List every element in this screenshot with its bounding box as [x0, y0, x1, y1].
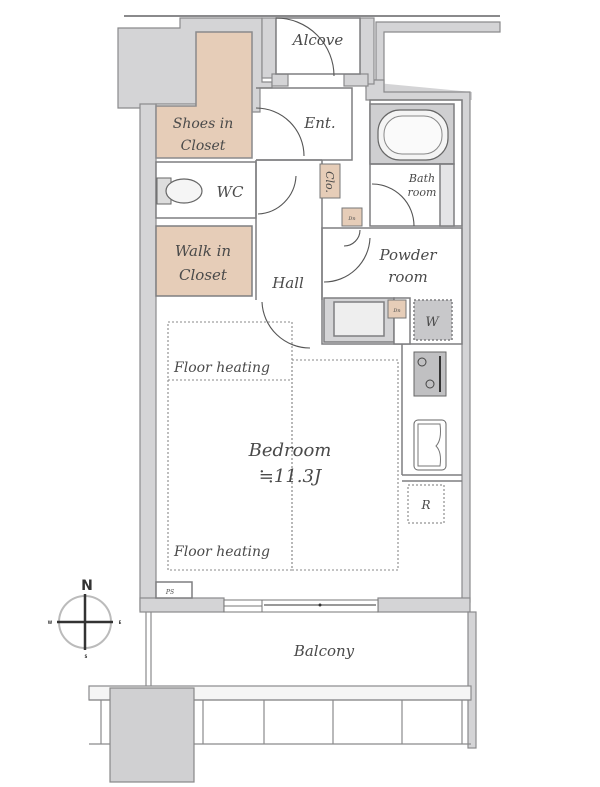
label-refrigerator: R: [420, 498, 430, 512]
door-powder: [323, 237, 371, 283]
label-floor-heating-top: Floor heating: [173, 360, 270, 376]
stove-icon: [413, 351, 447, 397]
interior-walls: [155, 17, 463, 599]
door-wc: [257, 175, 297, 215]
door-dn: [343, 229, 361, 247]
balcony: [88, 611, 477, 783]
label-bathroom-1: Bath: [408, 172, 435, 185]
label-wc: WC: [217, 183, 244, 201]
label-hall: Hall: [271, 274, 304, 292]
label-entrance: Ent.: [303, 114, 335, 132]
dn-box-2: [387, 299, 407, 319]
label-dn-1: Dn: [347, 216, 355, 222]
compass-west: W: [48, 620, 53, 625]
doors: [255, 17, 415, 349]
bedroom-window[interactable]: [223, 599, 379, 613]
label-powder-1: Powder: [378, 246, 437, 264]
label-bathroom-2: room: [408, 186, 437, 199]
compass-east: E: [119, 620, 122, 625]
label-shoes-closet-2: Closet: [181, 138, 226, 154]
compass-icon: N W E S: [48, 578, 122, 659]
floor-heating-zones: [167, 321, 399, 571]
bathtub-icon: [377, 109, 449, 161]
door-ent: [255, 107, 305, 157]
label-powder-2: room: [388, 268, 427, 286]
door-bath: [371, 183, 415, 227]
compass-south: S: [85, 654, 88, 659]
toilet-icon: [156, 177, 203, 205]
label-alcove: Alcove: [291, 31, 344, 49]
label-balcony: Balcony: [293, 642, 355, 660]
label-washer: W: [425, 315, 440, 330]
dn-box-1: [341, 207, 363, 227]
label-walk-in-1: Walk in: [175, 242, 231, 260]
label-walk-in-2: Closet: [179, 266, 228, 284]
label-floor-heating-bottom: Floor heating: [173, 544, 270, 560]
door-alcove: [275, 17, 335, 77]
label-shoes-closet-1: Shoes in: [173, 116, 233, 132]
kitchen-sink-icon: [413, 419, 447, 471]
label-dn-2: Dn: [392, 308, 400, 314]
door-bedroom: [261, 301, 311, 349]
label-bedroom-size: ≒11.3J: [259, 466, 323, 487]
clo-closet: [319, 163, 341, 199]
label-ps: PS: [165, 589, 174, 596]
shoes-closet: [155, 31, 253, 159]
label-bedroom: Bedroom: [248, 440, 332, 461]
fridge-space: [407, 484, 445, 524]
compass-north: N: [81, 578, 93, 594]
label-clo: Clo.: [323, 171, 336, 193]
